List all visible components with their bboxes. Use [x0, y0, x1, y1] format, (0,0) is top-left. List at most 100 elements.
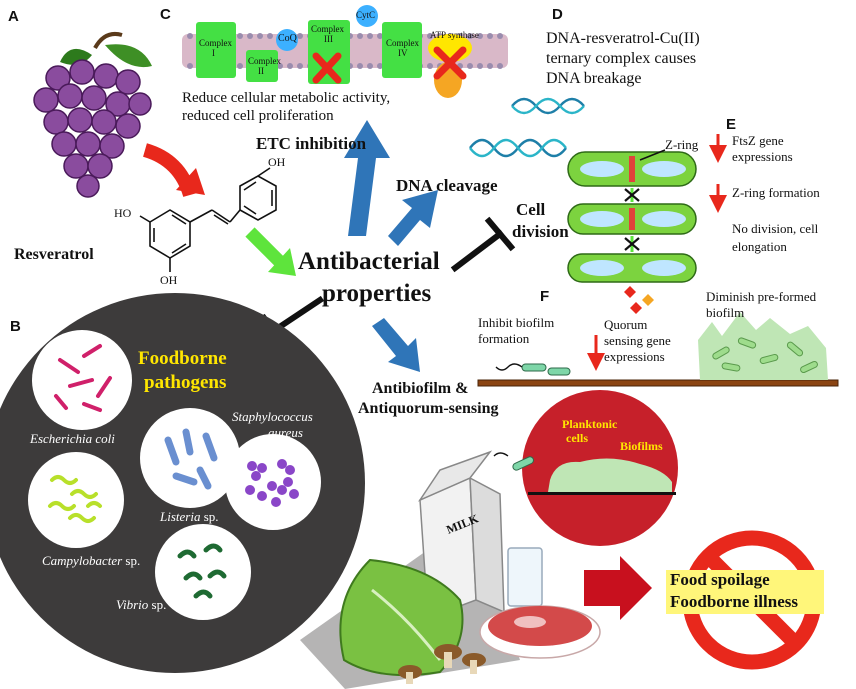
panel-label-c: C [160, 6, 171, 23]
campylobacter-label: Campylobacter sp. [42, 553, 141, 569]
quorum-line1: Quorum [604, 317, 648, 332]
listeria-label: Listeria sp. [160, 509, 219, 525]
illness-highlight [666, 592, 824, 614]
dna-cleavage-heading: DNA cleavage [396, 176, 498, 195]
vibrio-bacteria [177, 543, 227, 599]
campylobacter-circle [28, 452, 124, 548]
elongated-cell [567, 253, 697, 283]
biofilm-layer [548, 458, 672, 492]
food-spoilage-label: Food spoilage [670, 570, 770, 589]
listeria-genus: Listeria [160, 509, 201, 524]
ecoli-circle [32, 330, 132, 430]
biofilm-surface [528, 492, 676, 495]
vibrio-circle [155, 524, 251, 620]
foodborne-illness-label: Foodborne illness [670, 592, 798, 611]
surface-bar [477, 379, 839, 387]
planktonic-line1: Planktonic [562, 417, 618, 431]
spoilage-highlight [666, 570, 824, 592]
x-mark-atp-synthase [433, 46, 467, 80]
zring-formation-label: Z-ring formation [732, 185, 820, 200]
x-mark-complex-iii [312, 52, 342, 84]
panel-label-b: B [10, 318, 21, 335]
coq-label: CoQ [278, 33, 297, 44]
steak [479, 605, 601, 659]
complex-iv-numeral: IV [398, 48, 408, 58]
complex-ii-block [246, 50, 278, 82]
diminish-line2: biofilm [706, 305, 745, 320]
quorum-line2: sensing gene [604, 333, 671, 348]
diminish-line1: Diminish pre-formed [706, 289, 817, 304]
resveratrol-label: Resveratrol [14, 246, 94, 263]
dividing-cell-1 [567, 151, 697, 187]
biofilms-label: Biofilms [620, 439, 663, 453]
complex-iii-numeral: III [324, 34, 333, 44]
coq-circle [276, 29, 298, 51]
ho-left-label: HO [114, 206, 132, 220]
complex-iv-block [382, 22, 422, 78]
antibiofilm-line2: Antiquorum-sensing [358, 400, 499, 417]
planktonic-line2: cells [566, 431, 588, 445]
etc-description-line2: reduced cell proliferation [182, 108, 334, 124]
biofilm-cells [712, 337, 818, 374]
panel-label-a: A [8, 8, 19, 25]
planktonic-bacteria [493, 452, 535, 471]
complex-i-block [196, 22, 236, 78]
panel-label-d: D [552, 6, 563, 23]
campylobacter-genus: Campylobacter [42, 553, 123, 568]
staph-line2: aureus [268, 425, 303, 440]
quorum-line3: expressions [604, 349, 665, 364]
grape-cluster-illustration [33, 31, 152, 198]
dna-helix [469, 97, 585, 158]
campylobacter-sp: sp. [122, 553, 141, 568]
staph-line1: Staphylococcus [232, 409, 313, 424]
etc-inhibition-heading: ETC inhibition [256, 134, 367, 153]
complex-i-numeral: I [212, 48, 215, 58]
dividing-cell-2 [567, 203, 697, 235]
oh-top-label: OH [268, 155, 286, 169]
oh-bottom-label: OH [160, 273, 178, 287]
no-division-line1: No division, cell [732, 221, 819, 236]
mushrooms [398, 644, 486, 684]
resveratrol-structure [139, 167, 277, 272]
arrow-to-antibiofilm [372, 318, 420, 372]
foodborne-title-line2: pathogens [144, 372, 227, 393]
vibrio-label: Vibrio sp. [116, 597, 166, 613]
zring-pointer [639, 149, 666, 161]
quorum-signal-molecules [624, 286, 654, 314]
ftsz-line2: expressions [732, 149, 793, 164]
complex-iii-label: Complex [311, 24, 344, 34]
green-arrow [245, 227, 285, 267]
preformed-biofilm [698, 312, 828, 380]
arrow-to-dna-cleavage [388, 190, 438, 246]
arrow-to-etc-inhibition [344, 120, 390, 236]
complex-ii-label: Complex [248, 56, 281, 66]
ftsz-line1: FtsZ gene [732, 133, 784, 148]
etc-description-line1: Reduce cellular metabolic activity, [182, 90, 391, 106]
no-division-line2: elongation [732, 239, 787, 254]
dna-complex-line1: DNA-resveratrol-Cu(II) [546, 30, 700, 47]
dna-complex-line3: DNA breakage [546, 70, 642, 87]
panel-label-e: E [726, 116, 737, 133]
red-outcome-arrow [584, 556, 652, 620]
inhibit-cell-division-bar [450, 216, 516, 273]
properties-label: properties [322, 280, 432, 307]
division-blocked-crosses [624, 188, 640, 251]
complex-i-label: Complex [199, 38, 232, 48]
green-arrowhead [268, 248, 296, 276]
ecoli-bacteria [54, 344, 112, 412]
campylobacter-bacteria [48, 475, 102, 523]
antibiofilm-line1: Antibiofilm & [372, 380, 469, 397]
cell-division-line1: Cell [516, 200, 546, 219]
staph-bacteria [245, 459, 299, 507]
lettuce-vein [371, 588, 442, 661]
complex-ii-numeral: II [258, 66, 264, 76]
listeria-sp: sp. [200, 509, 219, 524]
milk-glass [507, 547, 543, 607]
cytc-label: CytC [356, 10, 376, 20]
swimming-bacteria [495, 363, 571, 376]
cytc-circle [356, 5, 378, 27]
dna-complex-line2: ternary complex causes [546, 50, 697, 67]
complex-iii-block [308, 20, 350, 84]
